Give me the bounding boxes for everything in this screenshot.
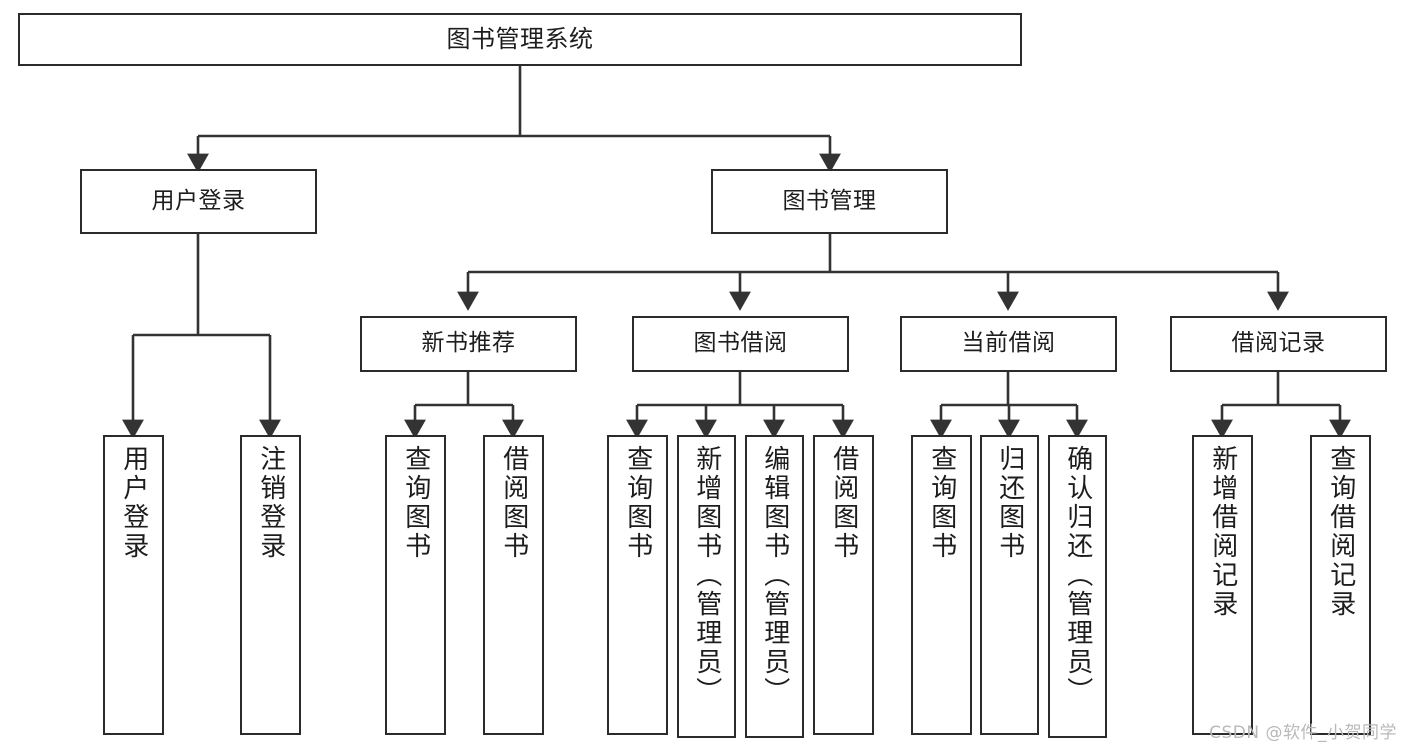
node-label: 用户登录 <box>151 187 246 214</box>
node-label: 确认归还（管理员） <box>1062 445 1093 706</box>
leaf-record-query-record[interactable]: 查询借阅记录 <box>1310 435 1371 735</box>
node-label: 图书借阅 <box>693 330 788 357</box>
node-book-management[interactable]: 图书管理 <box>711 169 948 234</box>
node-label: 图书管理系统 <box>446 25 594 54</box>
leaf-borrow-add-book-admin[interactable]: 新增图书（管理员） <box>677 435 736 738</box>
node-label: 借阅图书 <box>828 445 859 561</box>
node-label: 用户登录 <box>118 445 149 561</box>
node-label: 新增借阅记录 <box>1207 445 1238 619</box>
leaf-borrow-borrow-book[interactable]: 借阅图书 <box>813 435 874 735</box>
node-label: 查询借阅记录 <box>1325 445 1356 619</box>
node-label: 图书管理 <box>782 187 877 214</box>
node-label: 归还图书 <box>994 445 1025 561</box>
node-label: 新书推荐 <box>421 330 516 357</box>
leaf-recommend-query-book[interactable]: 查询图书 <box>385 435 446 735</box>
csdn-watermark: CSDN @软件_小贺同学 <box>1209 723 1397 743</box>
node-label: 查询图书 <box>400 445 431 561</box>
leaf-current-query-book[interactable]: 查询图书 <box>911 435 972 735</box>
node-label: 注销登录 <box>255 445 286 561</box>
leaf-borrow-edit-book-admin[interactable]: 编辑图书（管理员） <box>745 435 804 738</box>
leaf-user-login-login[interactable]: 用户登录 <box>103 435 164 735</box>
node-label: 查询图书 <box>622 445 653 561</box>
leaf-user-login-logout[interactable]: 注销登录 <box>240 435 301 735</box>
leaf-current-return-book[interactable]: 归还图书 <box>980 435 1039 735</box>
node-root-system[interactable]: 图书管理系统 <box>18 13 1022 66</box>
node-new-book-recommend[interactable]: 新书推荐 <box>360 316 577 372</box>
node-label: 当前借阅 <box>961 330 1056 357</box>
node-user-login[interactable]: 用户登录 <box>80 169 317 234</box>
node-label: 借阅图书 <box>498 445 529 561</box>
leaf-recommend-borrow-book[interactable]: 借阅图书 <box>483 435 544 735</box>
node-label: 编辑图书（管理员） <box>759 445 790 706</box>
node-label: 借阅记录 <box>1231 330 1326 357</box>
node-book-borrow[interactable]: 图书借阅 <box>632 316 849 372</box>
leaf-borrow-query-book[interactable]: 查询图书 <box>607 435 668 735</box>
node-label: 查询图书 <box>926 445 957 561</box>
leaf-record-add-record[interactable]: 新增借阅记录 <box>1192 435 1253 735</box>
leaf-current-confirm-return-admin[interactable]: 确认归还（管理员） <box>1048 435 1107 738</box>
node-current-borrow[interactable]: 当前借阅 <box>900 316 1117 372</box>
node-borrow-record[interactable]: 借阅记录 <box>1170 316 1387 372</box>
node-label: 新增图书（管理员） <box>691 445 722 706</box>
